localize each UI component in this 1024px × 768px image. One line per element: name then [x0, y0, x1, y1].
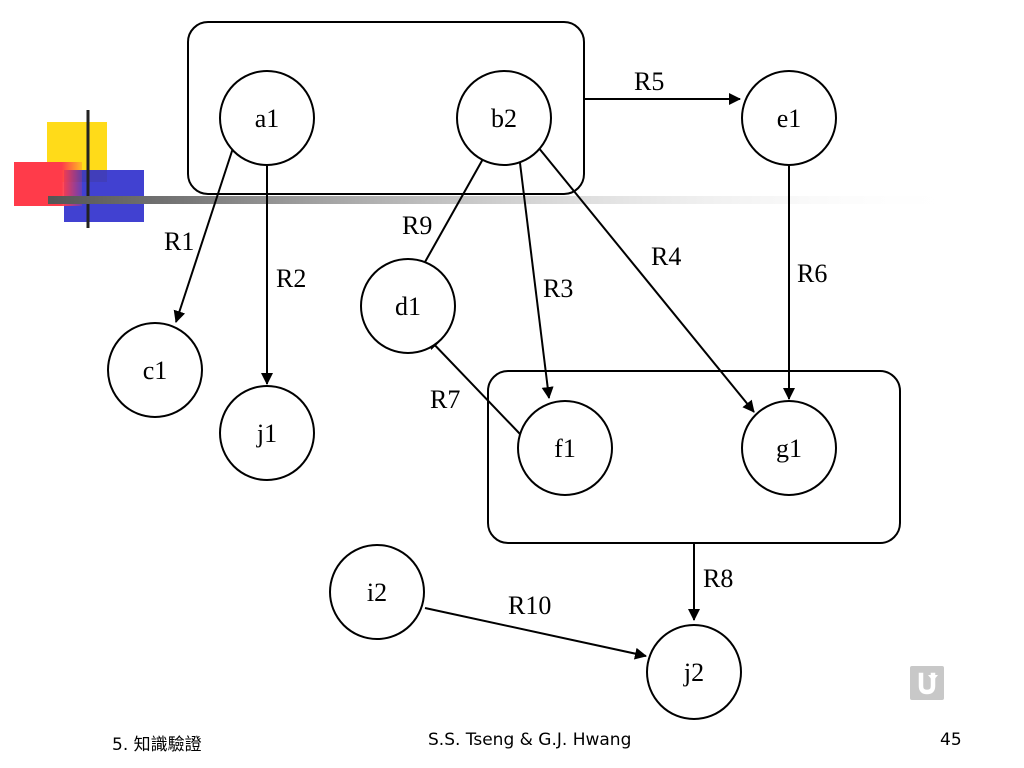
node-i2 — [329, 544, 425, 640]
node-b2 — [456, 70, 552, 166]
node-a1 — [219, 70, 315, 166]
edge-R1 — [173, 147, 234, 323]
group-box-a1-b2 — [187, 21, 585, 195]
node-j1 — [219, 385, 315, 481]
node-c1 — [107, 322, 203, 418]
edge-label-R7: R7 — [430, 385, 460, 414]
node-label-d1: d1 — [395, 292, 421, 321]
edge-label-R1: R1 — [164, 227, 194, 256]
edge-label-R6: R6 — [797, 259, 827, 288]
edge-label-R8: R8 — [703, 564, 733, 593]
node-d1 — [360, 258, 456, 354]
edge-label-R5: R5 — [634, 67, 664, 96]
group-box-f1-g1 — [487, 370, 901, 544]
edge-label-R4: R4 — [651, 242, 681, 271]
edge-R4 — [537, 146, 755, 413]
return-button[interactable] — [910, 666, 944, 700]
node-label-b2: b2 — [491, 104, 517, 133]
edge-R7 — [427, 337, 521, 435]
decorative-logo — [14, 110, 144, 228]
edge-R3 — [519, 162, 554, 399]
node-label-e1: e1 — [777, 104, 802, 133]
node-label-g1: g1 — [776, 434, 802, 463]
node-label-a1: a1 — [255, 104, 280, 133]
node-f1 — [517, 400, 613, 496]
edge-R9 — [424, 149, 489, 263]
edge-label-R10: R10 — [508, 591, 551, 620]
edge-label-R9: R9 — [402, 211, 432, 240]
node-j2 — [646, 624, 742, 720]
footer-page-number: 45 — [940, 730, 962, 750]
edge-label-R3: R3 — [543, 274, 573, 303]
node-label-c1: c1 — [143, 356, 168, 385]
node-e1 — [741, 70, 837, 166]
node-label-i2: i2 — [367, 578, 387, 607]
edge-label-R2: R2 — [276, 264, 306, 293]
node-label-j2: j2 — [683, 658, 704, 687]
node-label-j1: j1 — [256, 419, 277, 448]
return-arrow-icon — [918, 672, 938, 695]
title-divider-line — [48, 196, 968, 204]
edge-R10 — [424, 607, 647, 660]
footer-authors: S.S. Tseng & G.J. Hwang — [428, 730, 632, 750]
footer-section-title: 5. 知識驗證 — [112, 735, 202, 755]
node-label-f1: f1 — [554, 434, 576, 463]
node-g1 — [741, 400, 837, 496]
